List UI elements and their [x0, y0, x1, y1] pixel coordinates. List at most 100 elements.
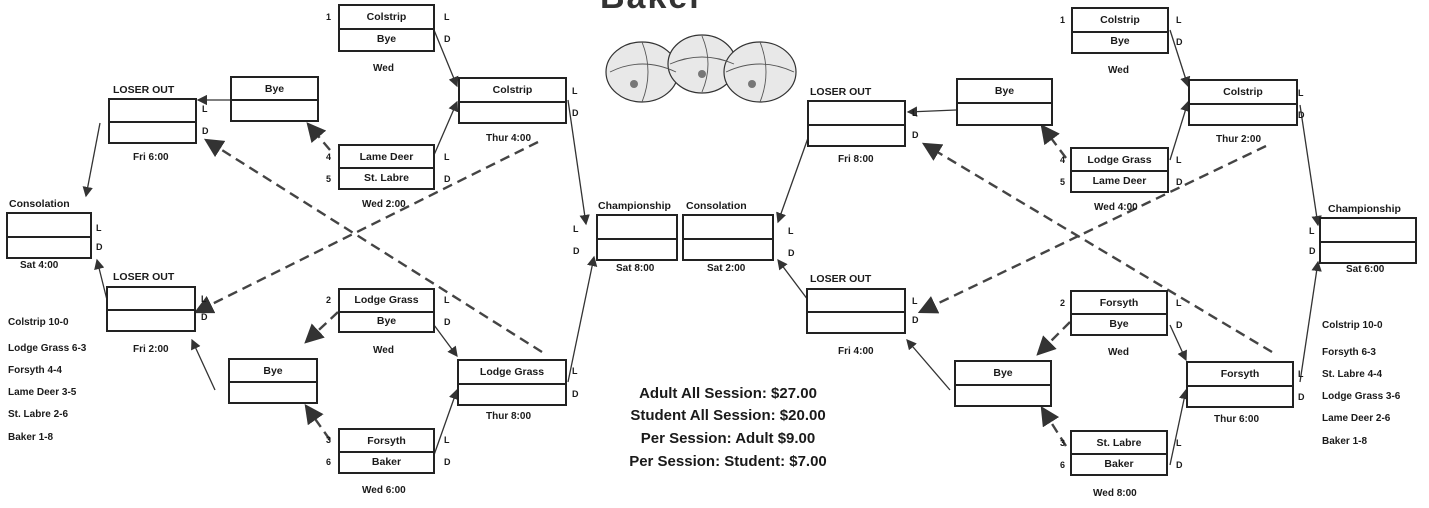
team-slot: Bye	[1110, 35, 1130, 48]
game-time: Wed	[373, 63, 394, 74]
team-slot: Bye	[264, 82, 285, 95]
game-box: Bye	[954, 360, 1052, 407]
page-title: Baker	[600, 0, 705, 17]
seed-number: 1	[326, 12, 332, 22]
seed-number: 6	[326, 457, 332, 467]
game-box: Lodge Grass	[457, 359, 567, 406]
team-slot: Lame Deer	[359, 150, 414, 163]
game-time: Wed 4:00	[1094, 202, 1138, 213]
lose-marker: D	[1298, 110, 1305, 120]
game-box	[807, 100, 906, 147]
win-marker: L	[444, 295, 450, 305]
game-box: Lodge Grass Bye	[338, 288, 435, 333]
team-slot: Colstrip	[366, 11, 407, 23]
lose-marker: D	[1309, 246, 1316, 256]
game-box: Colstrip	[458, 77, 567, 124]
lose-marker: D	[1176, 37, 1183, 47]
seed-number: 4	[326, 152, 332, 162]
team-slot: Lodge Grass	[479, 365, 545, 378]
win-marker: L	[444, 152, 450, 162]
seed-number: 3	[1060, 438, 1066, 448]
seed-number: 4	[1060, 155, 1066, 165]
game-time: Thur 2:00	[1216, 134, 1262, 145]
win-marker: L	[201, 294, 207, 304]
game-time: Fri 8:00	[838, 154, 874, 165]
lose-marker: D	[1298, 392, 1305, 402]
game-time: Wed	[1108, 347, 1129, 358]
standing-entry: Lodge Grass 3-6	[1322, 391, 1401, 402]
team-slot: Colstrip	[492, 83, 533, 96]
game-box: Bye	[228, 358, 318, 404]
round-header: LOSER OUT	[810, 86, 872, 98]
team-slot: Forsyth	[1099, 296, 1139, 309]
seed-number: 2	[1060, 298, 1066, 308]
win-marker: L	[444, 12, 450, 22]
standing-entry: Baker 1-8	[1322, 436, 1368, 447]
game-time: Wed 6:00	[362, 485, 406, 496]
win-marker: L	[444, 435, 450, 445]
standing-entry: Colstrip 10-0	[8, 317, 69, 328]
team-slot: Bye	[994, 85, 1015, 97]
standing-entry: St. Labre 2-6	[8, 409, 69, 420]
team-slot: Bye	[993, 366, 1013, 379]
win-marker: L	[1176, 298, 1182, 308]
game-box	[682, 214, 774, 261]
lose-marker: D	[572, 108, 579, 118]
win-marker: L	[1298, 88, 1304, 98]
game-box	[108, 98, 197, 144]
team-slot: Bye	[1109, 317, 1129, 330]
game-time: Sat 6:00	[1346, 264, 1385, 275]
round-header: Consolation	[686, 200, 747, 212]
game-box: Bye	[956, 78, 1053, 126]
game-time: Sat 4:00	[20, 260, 59, 271]
win-marker: L	[1176, 155, 1182, 165]
round-header: Consolation	[9, 198, 70, 210]
seed-number: 3	[326, 435, 332, 445]
game-time: Wed 8:00	[1093, 488, 1137, 499]
seed-number: 5	[326, 174, 332, 184]
lose-marker: D	[444, 317, 451, 327]
game-time: Thur 4:00	[486, 133, 532, 144]
win-marker: L	[912, 108, 918, 118]
lose-marker: D	[788, 248, 795, 258]
team-slot: Colstrip	[1223, 85, 1263, 98]
team-slot: Bye	[376, 33, 397, 45]
game-box: Lame Deer St. Labre	[338, 144, 435, 190]
game-time: Wed	[373, 345, 394, 356]
game-time: Sat 2:00	[707, 263, 746, 274]
lose-marker: D	[444, 174, 451, 184]
lose-marker: D	[912, 315, 919, 325]
game-box	[106, 286, 196, 332]
game-box	[596, 214, 678, 261]
game-box: Forsyth Baker	[338, 428, 435, 474]
team-slot: Bye	[376, 314, 397, 327]
lose-marker: D	[573, 246, 580, 256]
game-box	[1319, 217, 1417, 264]
game-box: Colstrip Bye	[338, 4, 435, 52]
game-time: Fri 2:00	[133, 344, 169, 355]
game-box: Bye	[230, 76, 319, 122]
price-line: Student All Session: $20.00	[630, 407, 826, 424]
win-marker: L	[912, 296, 918, 306]
team-slot: St. Labre	[1096, 436, 1142, 449]
standing-entry: Lodge Grass 6-3	[8, 343, 87, 354]
game-box: Colstrip Bye	[1071, 7, 1169, 54]
win-marker: L	[1176, 438, 1182, 448]
basketballs-icon	[605, 34, 797, 103]
price-line: Per Session: Student: $7.00	[629, 453, 827, 470]
lose-marker: D	[1176, 460, 1183, 470]
team-slot: Forsyth	[1220, 367, 1260, 380]
lose-marker: D	[96, 242, 103, 252]
game-time: Wed	[1108, 65, 1129, 76]
standing-entry: Lame Deer 2-6	[1322, 413, 1391, 424]
lose-marker: D	[202, 126, 209, 136]
standing-entry: Forsyth 6-3	[1322, 347, 1376, 358]
lose-marker: D	[444, 34, 451, 44]
game-box: St. Labre Baker	[1070, 430, 1168, 476]
win-marker: L	[202, 104, 208, 114]
team-slot: Forsyth	[367, 434, 406, 447]
win-marker: L	[573, 224, 579, 234]
game-time: Thur 6:00	[1214, 414, 1260, 425]
team-slot: St. Labre	[364, 171, 409, 184]
